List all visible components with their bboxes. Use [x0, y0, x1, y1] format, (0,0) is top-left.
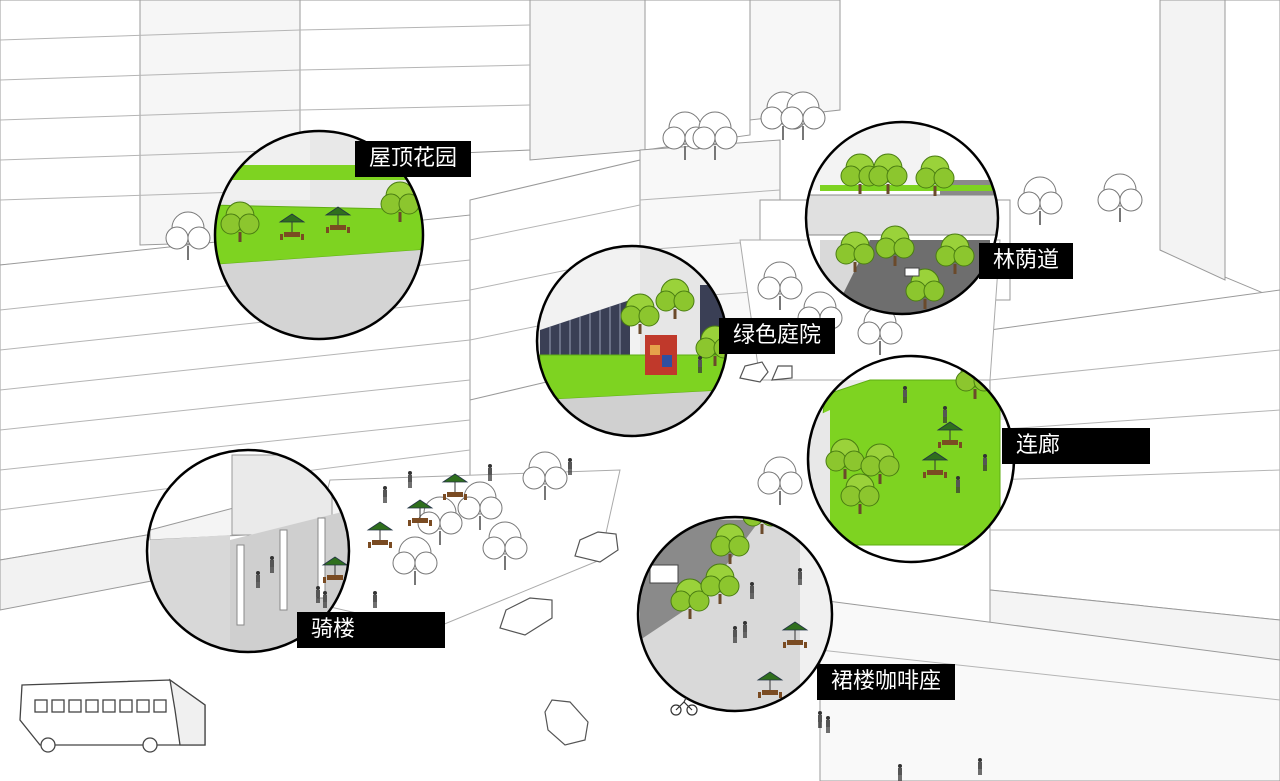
- label-corridor: 连廊: [1002, 428, 1150, 464]
- courtyard-inset: [535, 244, 729, 438]
- cars: [499, 361, 793, 746]
- label-podium-cafe: 裙楼咖啡座: [817, 664, 956, 700]
- bicycle: [670, 697, 698, 716]
- bus: [19, 678, 206, 753]
- label-arcade: 骑楼: [297, 612, 445, 648]
- label-green-courtyard: 绿色庭院: [719, 318, 836, 354]
- corridor-inset: [806, 354, 1016, 564]
- label-rooftop-garden: 屋顶花园: [355, 141, 472, 177]
- label-tree-lined-avenue: 林荫道: [979, 243, 1074, 279]
- cafe-inset: [636, 515, 834, 713]
